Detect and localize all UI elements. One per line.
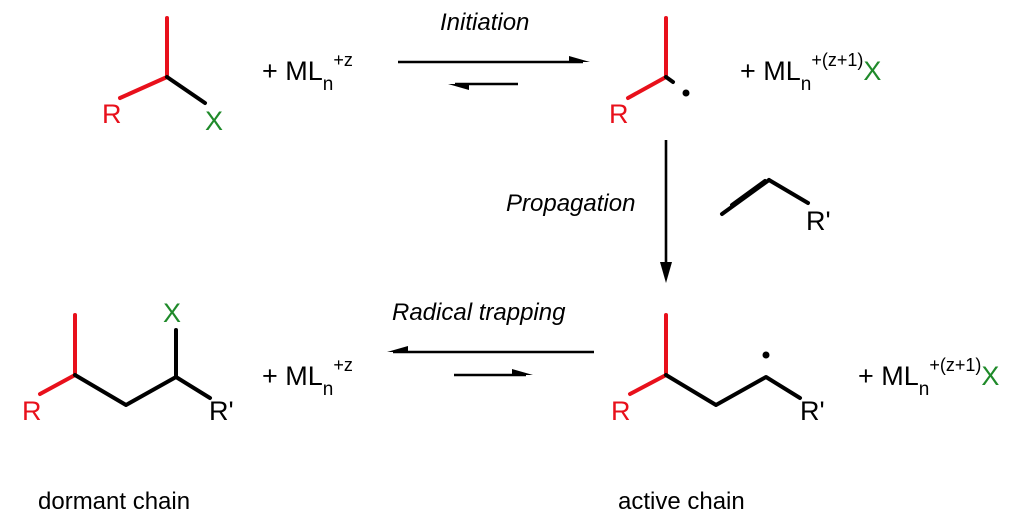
r-atom: R xyxy=(102,99,122,129)
r-atom: R xyxy=(22,396,42,426)
initial-radical: R xyxy=(609,16,690,129)
monomer-r-bond xyxy=(767,178,810,205)
r-atom: R xyxy=(611,396,631,426)
trapping-label: Radical trapping xyxy=(392,299,566,326)
radical-dot xyxy=(762,351,770,359)
r-c-bond xyxy=(628,373,668,396)
radical-stub xyxy=(664,75,675,84)
catalyst-high-top: + MLn+(z+1)X xyxy=(740,50,881,95)
c-x-bond xyxy=(165,75,207,105)
vinyl-monomer: R' xyxy=(720,178,831,236)
catalyst-low-bottom: + MLn+z xyxy=(262,355,353,400)
trapping-equilibrium: Radical trapping xyxy=(387,299,594,377)
active-chain-molecule: R R' xyxy=(611,313,825,426)
backbone xyxy=(73,373,212,407)
reverse-arrowhead xyxy=(448,84,469,90)
active-chain-caption: active chain xyxy=(618,488,745,515)
x-atom: X xyxy=(205,106,223,136)
initiator-molecule: R X xyxy=(102,16,223,136)
x-atom: X xyxy=(163,298,181,328)
dormant-chain-molecule: R X R' xyxy=(22,298,234,426)
trapping-reverse-arrowhead xyxy=(512,369,533,375)
catalyst-high-bottom: + MLn+(z+1)X xyxy=(858,355,999,400)
r-prime-atom: R' xyxy=(209,396,234,426)
trapping-forward-arrowhead xyxy=(387,346,408,352)
dormant-chain-caption: dormant chain xyxy=(38,488,190,515)
initiation-equilibrium: Initiation xyxy=(398,9,590,90)
initiation-label: Initiation xyxy=(440,9,529,36)
forward-arrowhead xyxy=(569,56,590,62)
propagation-step: Propagation xyxy=(506,140,672,283)
backbone xyxy=(664,373,802,407)
double-bond-inner xyxy=(730,179,767,207)
catalyst-low-top: + MLn+z xyxy=(262,50,353,95)
r-c-bond xyxy=(38,373,77,396)
r-c-bond xyxy=(626,75,668,100)
propagation-arrowhead xyxy=(660,262,672,283)
r-prime-atom: R' xyxy=(806,206,831,236)
r-prime-atom: R' xyxy=(800,396,825,426)
r-c-bond xyxy=(118,75,169,100)
propagation-label: Propagation xyxy=(506,190,635,217)
r-atom: R xyxy=(609,99,629,129)
radical-dot xyxy=(682,89,690,97)
